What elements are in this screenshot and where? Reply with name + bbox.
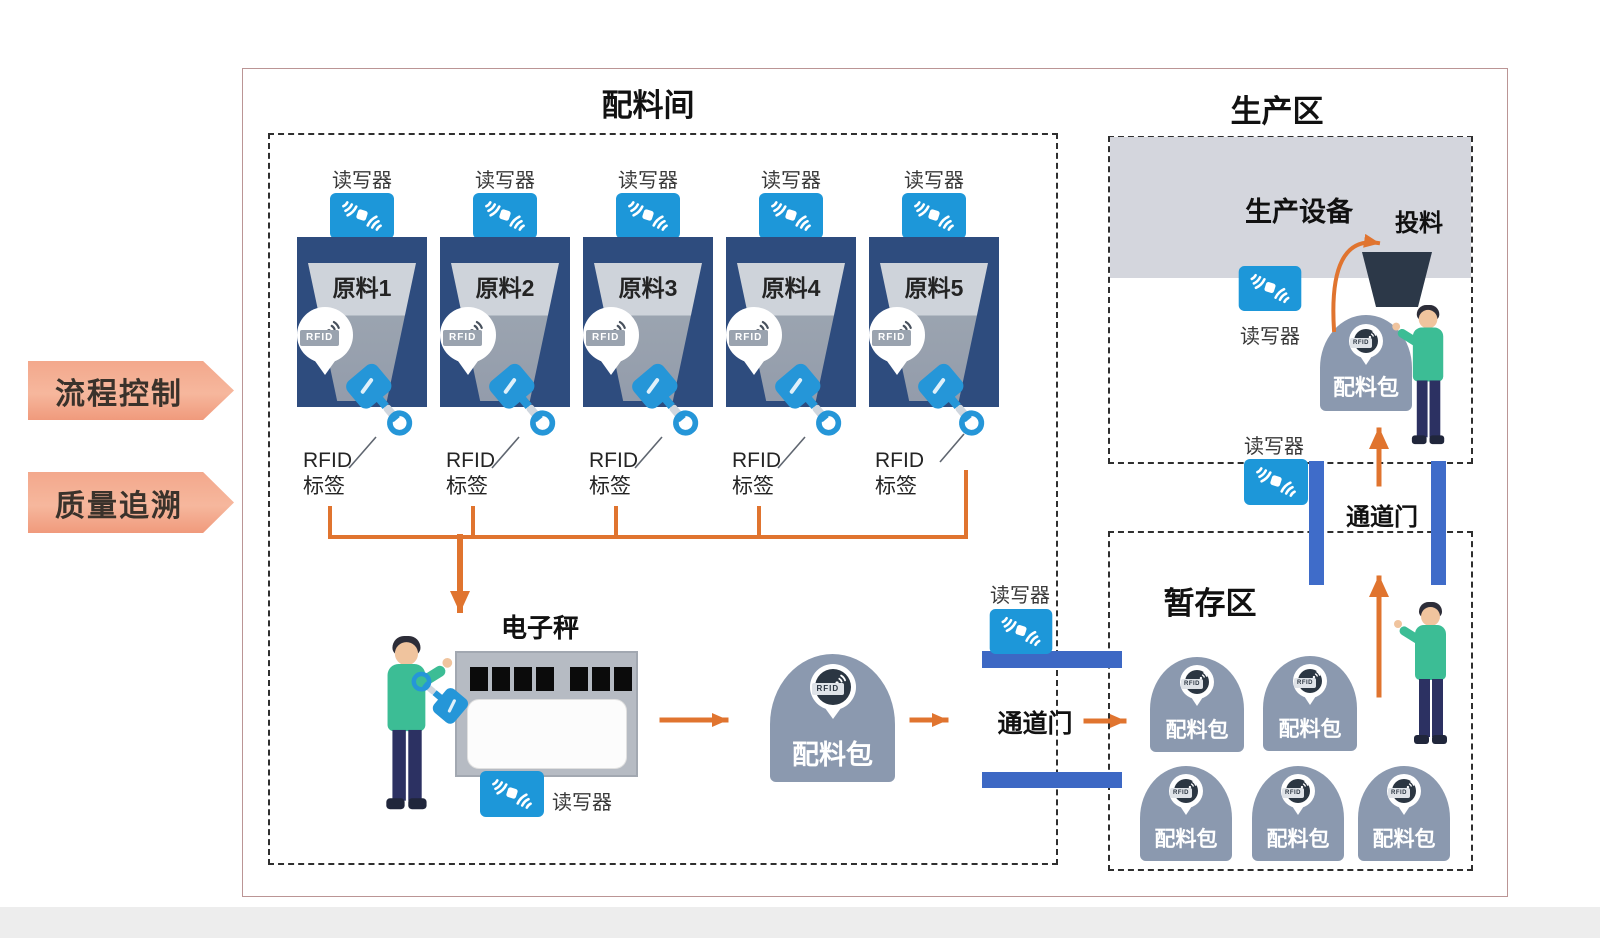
rfid-chip: RFID bbox=[1388, 788, 1410, 798]
rfid-chip: RFID bbox=[872, 330, 912, 346]
rfid-chip: RFID bbox=[1350, 338, 1372, 348]
material-label: 原料5 bbox=[904, 275, 964, 301]
tag-quality-trace: 质量追溯 bbox=[28, 472, 234, 533]
material-station-1: 读写器 原料1 RFID RFID 标签 bbox=[297, 164, 427, 509]
staging-area-title: 暂存区 bbox=[1163, 586, 1257, 621]
tag-process-control: 流程控制 bbox=[28, 361, 234, 420]
worker-production bbox=[1392, 305, 1451, 452]
rfid-chip: RFID bbox=[1170, 788, 1192, 798]
scale-display bbox=[470, 667, 632, 691]
rfid-chip: RFID bbox=[811, 683, 845, 695]
reader-label: 读写器 bbox=[1244, 436, 1304, 458]
rfid-reader-icon bbox=[1243, 459, 1309, 505]
reader-label: 读写器 bbox=[904, 170, 964, 192]
material-station-5: 读写器 原料5 RFID RFID 标签 bbox=[869, 164, 999, 509]
rfid-reader-icon bbox=[478, 771, 546, 817]
material-station-3: 读写器 原料3 RFID RFID 标签 bbox=[583, 164, 713, 509]
reader-label: 读写器 bbox=[618, 170, 678, 192]
reader-label: 读写器 bbox=[990, 585, 1050, 607]
scale-panel bbox=[467, 699, 627, 769]
staging-package-5: RFID 配料包 bbox=[1358, 766, 1450, 861]
reader-label: 读写器 bbox=[761, 170, 821, 192]
gate-bar-right bbox=[1431, 461, 1446, 585]
rfid-reader-icon bbox=[616, 193, 680, 239]
gate-bar-bottom bbox=[982, 772, 1122, 788]
material-station-2: 读写器 原料2 RFID RFID 标签 bbox=[440, 164, 570, 509]
rfid-reader-icon bbox=[473, 193, 537, 239]
rfid-chip: RFID bbox=[586, 330, 626, 346]
rfid-tag-label: RFID 标签 bbox=[732, 449, 781, 498]
tag-process-control-label: 流程控制 bbox=[55, 377, 183, 411]
rfid-balloon-icon: RFID bbox=[1349, 324, 1383, 365]
rfid-chip: RFID bbox=[1181, 679, 1203, 689]
outer-frame bbox=[242, 68, 1508, 897]
reader-label: 读写器 bbox=[1240, 326, 1300, 348]
worker-staging bbox=[1394, 602, 1454, 752]
rfid-chip: RFID bbox=[1282, 788, 1304, 798]
rfid-balloon-icon: RFID bbox=[809, 664, 856, 719]
rfid-balloon-icon: RFID bbox=[440, 307, 496, 375]
rfid-balloon-icon: RFID bbox=[297, 307, 353, 375]
material-container: 原料5 RFID bbox=[869, 237, 999, 407]
gate-bar-left bbox=[1309, 461, 1324, 585]
reader-label: 读写器 bbox=[552, 792, 612, 814]
rfid-chip: RFID bbox=[300, 330, 340, 346]
batch-package: RFID 配料包 bbox=[770, 654, 895, 782]
rfid-balloon-icon: RFID bbox=[1293, 664, 1327, 705]
production-equipment-label: 生产设备 bbox=[1245, 197, 1353, 227]
staging-package-4: RFID 配料包 bbox=[1252, 766, 1344, 861]
rfid-tag-label: RFID 标签 bbox=[589, 449, 638, 498]
production-area-title: 生产区 bbox=[1230, 94, 1324, 129]
bottom-strip bbox=[0, 907, 1600, 938]
batching-room-title: 配料间 bbox=[601, 88, 695, 123]
electronic-scale bbox=[455, 651, 638, 777]
rfid-balloon-icon: RFID bbox=[1180, 665, 1214, 706]
rfid-chip: RFID bbox=[443, 330, 483, 346]
rfid-chip: RFID bbox=[729, 330, 769, 346]
rfid-balloon-icon: RFID bbox=[583, 307, 639, 375]
rfid-reader-icon bbox=[902, 193, 966, 239]
rfid-reader-icon bbox=[330, 193, 394, 239]
feeding-label: 投料 bbox=[1395, 210, 1443, 237]
staging-package-2: RFID 配料包 bbox=[1263, 656, 1357, 751]
material-label: 原料3 bbox=[618, 275, 678, 301]
rfid-reader-icon bbox=[1238, 266, 1302, 311]
rfid-tag-label: RFID 标签 bbox=[875, 449, 924, 498]
rfid-reader-icon bbox=[759, 193, 823, 239]
rfid-tag-label: RFID 标签 bbox=[303, 449, 352, 498]
gate-in-label: 通道门 bbox=[1346, 504, 1418, 531]
gate-out-label: 通道门 bbox=[997, 710, 1073, 738]
rfid-tag-label: RFID 标签 bbox=[446, 449, 495, 498]
rfid-reader-icon bbox=[988, 609, 1054, 654]
batch-package-label: 配料包 bbox=[792, 740, 873, 770]
staging-package-3: RFID 配料包 bbox=[1140, 766, 1232, 861]
rfid-balloon-icon: RFID bbox=[1169, 774, 1203, 815]
rfid-balloon-icon: RFID bbox=[1387, 774, 1421, 815]
rfid-balloon-icon: RFID bbox=[869, 307, 925, 375]
staging-package-1: RFID 配料包 bbox=[1150, 657, 1244, 752]
reader-label: 读写器 bbox=[332, 170, 392, 192]
tag-quality-trace-label: 质量追溯 bbox=[55, 489, 183, 523]
rfid-balloon-icon: RFID bbox=[726, 307, 782, 375]
material-label: 原料2 bbox=[475, 275, 535, 301]
material-label: 原料1 bbox=[332, 275, 392, 301]
batching-room-box bbox=[268, 133, 1058, 865]
gate-bar-top bbox=[982, 651, 1122, 668]
material-label: 原料4 bbox=[761, 275, 821, 301]
reader-label: 读写器 bbox=[475, 170, 535, 192]
staging-area-box bbox=[1108, 531, 1473, 871]
material-station-4: 读写器 原料4 RFID RFID 标签 bbox=[726, 164, 856, 509]
rfid-balloon-icon: RFID bbox=[1281, 774, 1315, 815]
rfid-chip: RFID bbox=[1294, 678, 1316, 688]
scale-title: 电子秤 bbox=[500, 613, 580, 643]
